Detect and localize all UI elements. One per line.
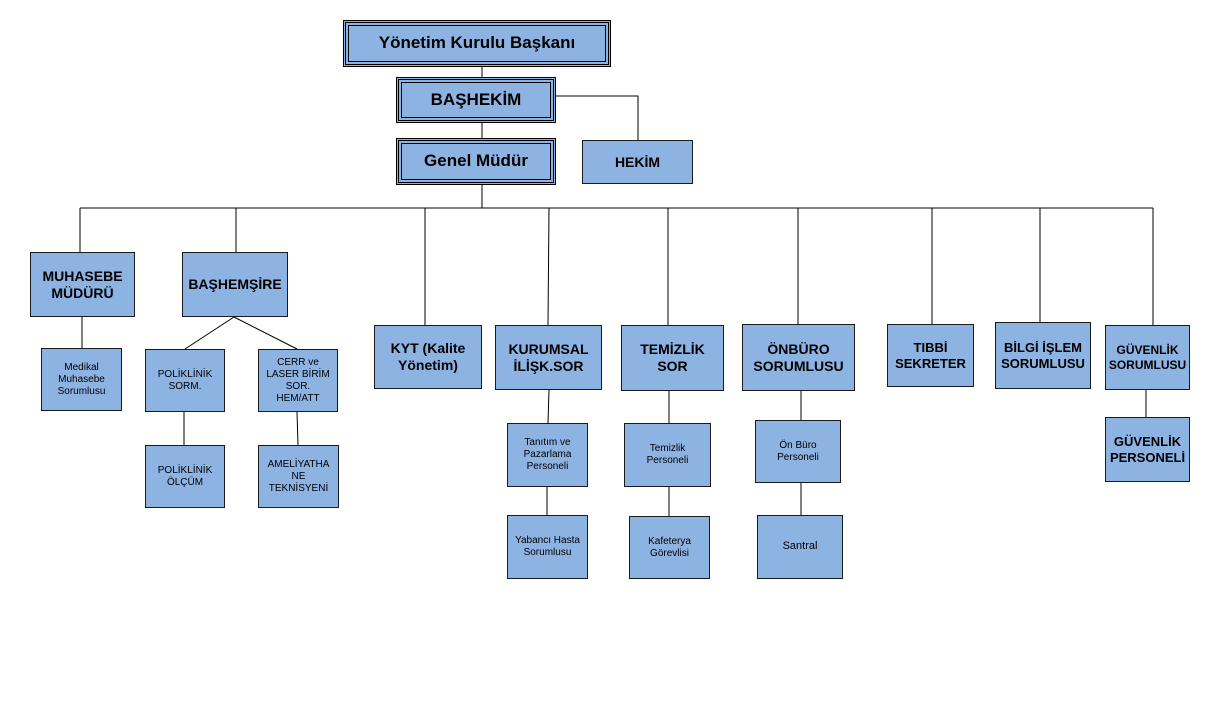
cleaning-staff-box: Temizlik Personeli bbox=[624, 423, 711, 487]
it-resp-box: BİLGİ İŞLEM SORUMLUSU bbox=[995, 322, 1091, 389]
medical-accounting-box: Medikal Muhasebe Sorumlusu bbox=[41, 348, 122, 411]
promotion-staff-box: Tanıtım ve Pazarlama Personeli bbox=[507, 423, 588, 487]
general-manager-box: Genel Müdür bbox=[396, 138, 556, 185]
cafeteria-box: Kafeterya Görevlisi bbox=[629, 516, 710, 579]
front-office-resp-box: ÖNBÜRO SORUMLUSU bbox=[742, 324, 855, 391]
connector-surgery-technician bbox=[296, 411, 299, 446]
connector-headnurse-surgery bbox=[233, 316, 298, 350]
security-staff-box: GÜVENLİK PERSONELİ bbox=[1105, 417, 1190, 482]
foreign-patient-box: Yabancı Hasta Sorumlusu bbox=[507, 515, 588, 579]
security-resp-box: GÜVENLİK SORUMLUSU bbox=[1105, 325, 1190, 390]
front-office-staff-box: Ön Büro Personeli bbox=[755, 420, 841, 483]
quality-box: KYT (Kalite Yönetim) bbox=[374, 325, 482, 389]
connector-chiefphysician-physician bbox=[556, 95, 639, 140]
connector-drop-corporate bbox=[547, 207, 550, 326]
polyclinic-resp-box: POLİKLİNİK SORM. bbox=[145, 349, 225, 412]
corporate-relations-box: KURUMSAL İLİŞK.SOR bbox=[495, 325, 602, 390]
physician-box: HEKİM bbox=[582, 140, 693, 184]
medical-secretary-box: TIBBİ SEKRETER bbox=[887, 324, 974, 387]
cleaning-resp-box: TEMİZLİK SOR bbox=[621, 325, 724, 391]
chief-physician-box: BAŞHEKİM bbox=[396, 77, 556, 123]
connector-corporate-promotion bbox=[547, 389, 550, 424]
surgery-technician-box: AMELİYATHA NE TEKNİSYENİ bbox=[258, 445, 339, 508]
chairman-box: Yönetim Kurulu Başkanı bbox=[343, 20, 611, 67]
polyclinic-measure-box: POLİKLİNİK ÖLÇÜM bbox=[145, 445, 225, 508]
surgery-laser-box: CERR ve LASER BİRİM SOR. HEM/ATT bbox=[258, 349, 338, 412]
accounting-manager-box: MUHASEBE MÜDÜRÜ bbox=[30, 252, 135, 317]
connector-headnurse-polyclinic bbox=[184, 316, 235, 350]
head-nurse-box: BAŞHEMŞİRE bbox=[182, 252, 288, 317]
switchboard-box: Santral bbox=[757, 515, 843, 579]
